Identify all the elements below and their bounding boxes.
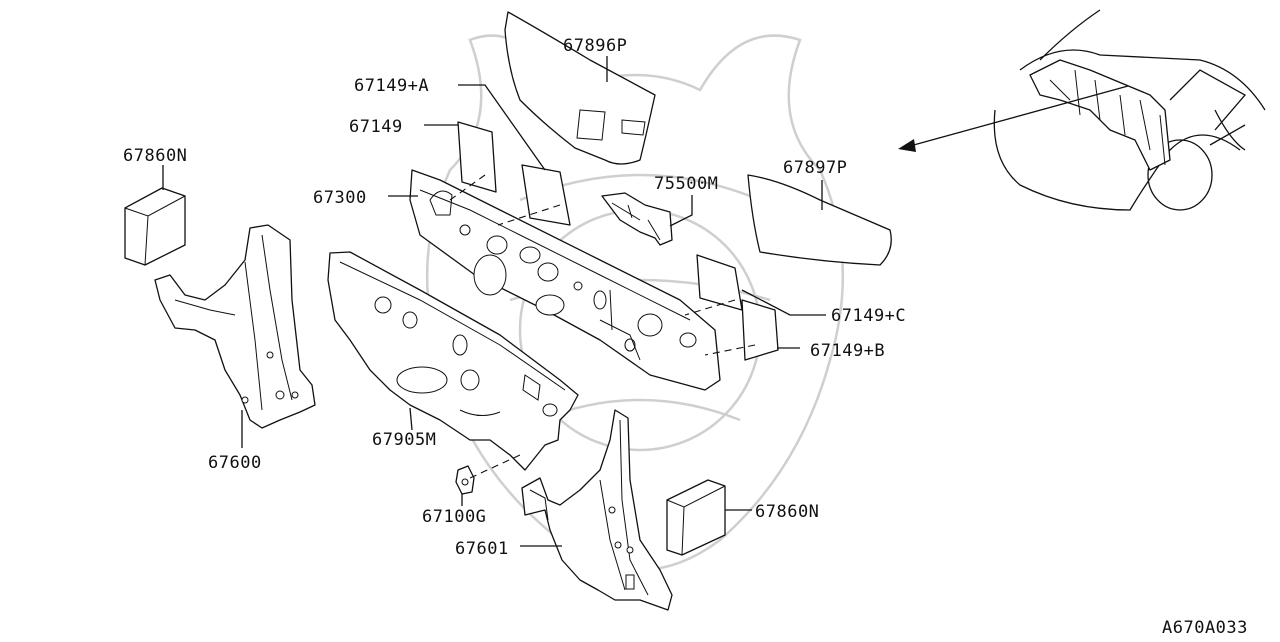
location-arrow-head [898, 139, 916, 152]
label-67149-B: 67149+B [810, 341, 885, 361]
part-67300 [409, 169, 721, 391]
part-67601 [521, 409, 673, 611]
part-67149-A [521, 164, 571, 226]
part-67600 [154, 224, 316, 429]
part-67860N-left [124, 187, 186, 266]
vehicle-location-inset [993, 9, 1266, 211]
label-67149-C: 67149+C [831, 306, 906, 326]
part-67149-B [741, 299, 779, 361]
label-67897P: 67897P [783, 158, 847, 178]
label-75500M: 75500M [654, 174, 718, 194]
label-67601: 67601 [455, 539, 509, 559]
part-75500M [601, 192, 673, 246]
label-67100G: 67100G [422, 507, 486, 527]
label-67905M: 67905M [372, 430, 436, 450]
label-67896P: 67896P [563, 36, 627, 56]
label-67300: 67300 [313, 188, 367, 208]
part-labels: 67896P 67149+A 67149 67860N 67300 75500M… [123, 36, 1248, 638]
part-67860N-right [666, 479, 726, 556]
part-67149-C [696, 254, 743, 311]
assembly-guides [449, 174, 756, 479]
part-67149 [457, 121, 497, 193]
location-arrow [909, 85, 1129, 147]
part-67897P [747, 174, 892, 266]
part-67905M [327, 251, 579, 471]
label-67600: 67600 [208, 453, 262, 473]
part-67100G [455, 465, 475, 495]
label-67860N-right: 67860N [755, 502, 819, 522]
label-67149-A: 67149+A [354, 76, 429, 96]
label-67860N-left: 67860N [123, 146, 187, 166]
figure-code: A670A033 [1162, 618, 1248, 638]
label-67149: 67149 [349, 117, 403, 137]
part-67896P [504, 11, 656, 165]
leader-lines [162, 56, 826, 547]
